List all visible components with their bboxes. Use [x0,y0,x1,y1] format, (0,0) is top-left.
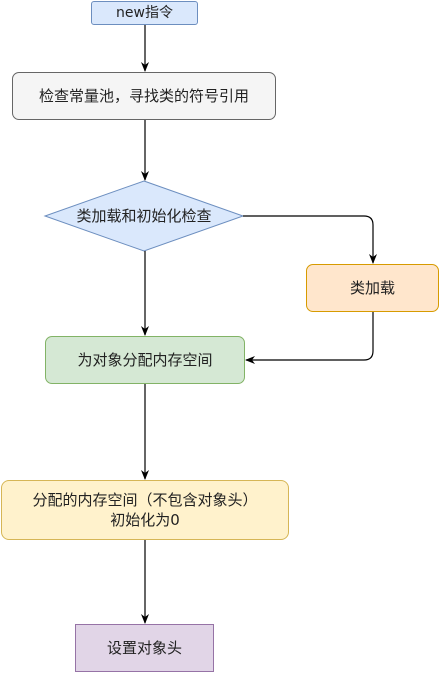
class-load-check-decision: 类加载和初始化检查 [44,180,244,252]
zero-init-text: 分配的内存空间（不包含对象头） 初始化为0 [32,490,257,530]
start-node-label: new指令 [116,5,173,21]
zero-init-line2: 初始化为0 [110,511,180,529]
zero-init-node: 分配的内存空间（不包含对象头） 初始化为0 [1,480,289,540]
set-object-header-label: 设置对象头 [106,639,182,657]
set-object-header-node: 设置对象头 [75,624,214,672]
check-constant-pool-node: 检查常量池，寻找类的符号引用 [12,72,276,120]
zero-init-line1: 分配的内存空间（不包含对象头） [32,491,258,509]
start-node: new指令 [91,1,198,25]
class-loading-label: 类加载 [349,279,395,297]
arrow-classload-to-alloc [245,312,374,364]
class-loading-node: 类加载 [306,264,439,312]
allocate-memory-node: 为对象分配内存空间 [45,336,245,384]
decision-diamond-shape [43,180,245,252]
arrow-decision-to-classload [243,215,377,264]
check-constant-pool-label: 检查常量池，寻找类的符号引用 [38,87,249,105]
decision-label: 类加载和初始化检查 [76,207,212,225]
allocate-memory-label: 为对象分配内存空间 [77,351,213,369]
